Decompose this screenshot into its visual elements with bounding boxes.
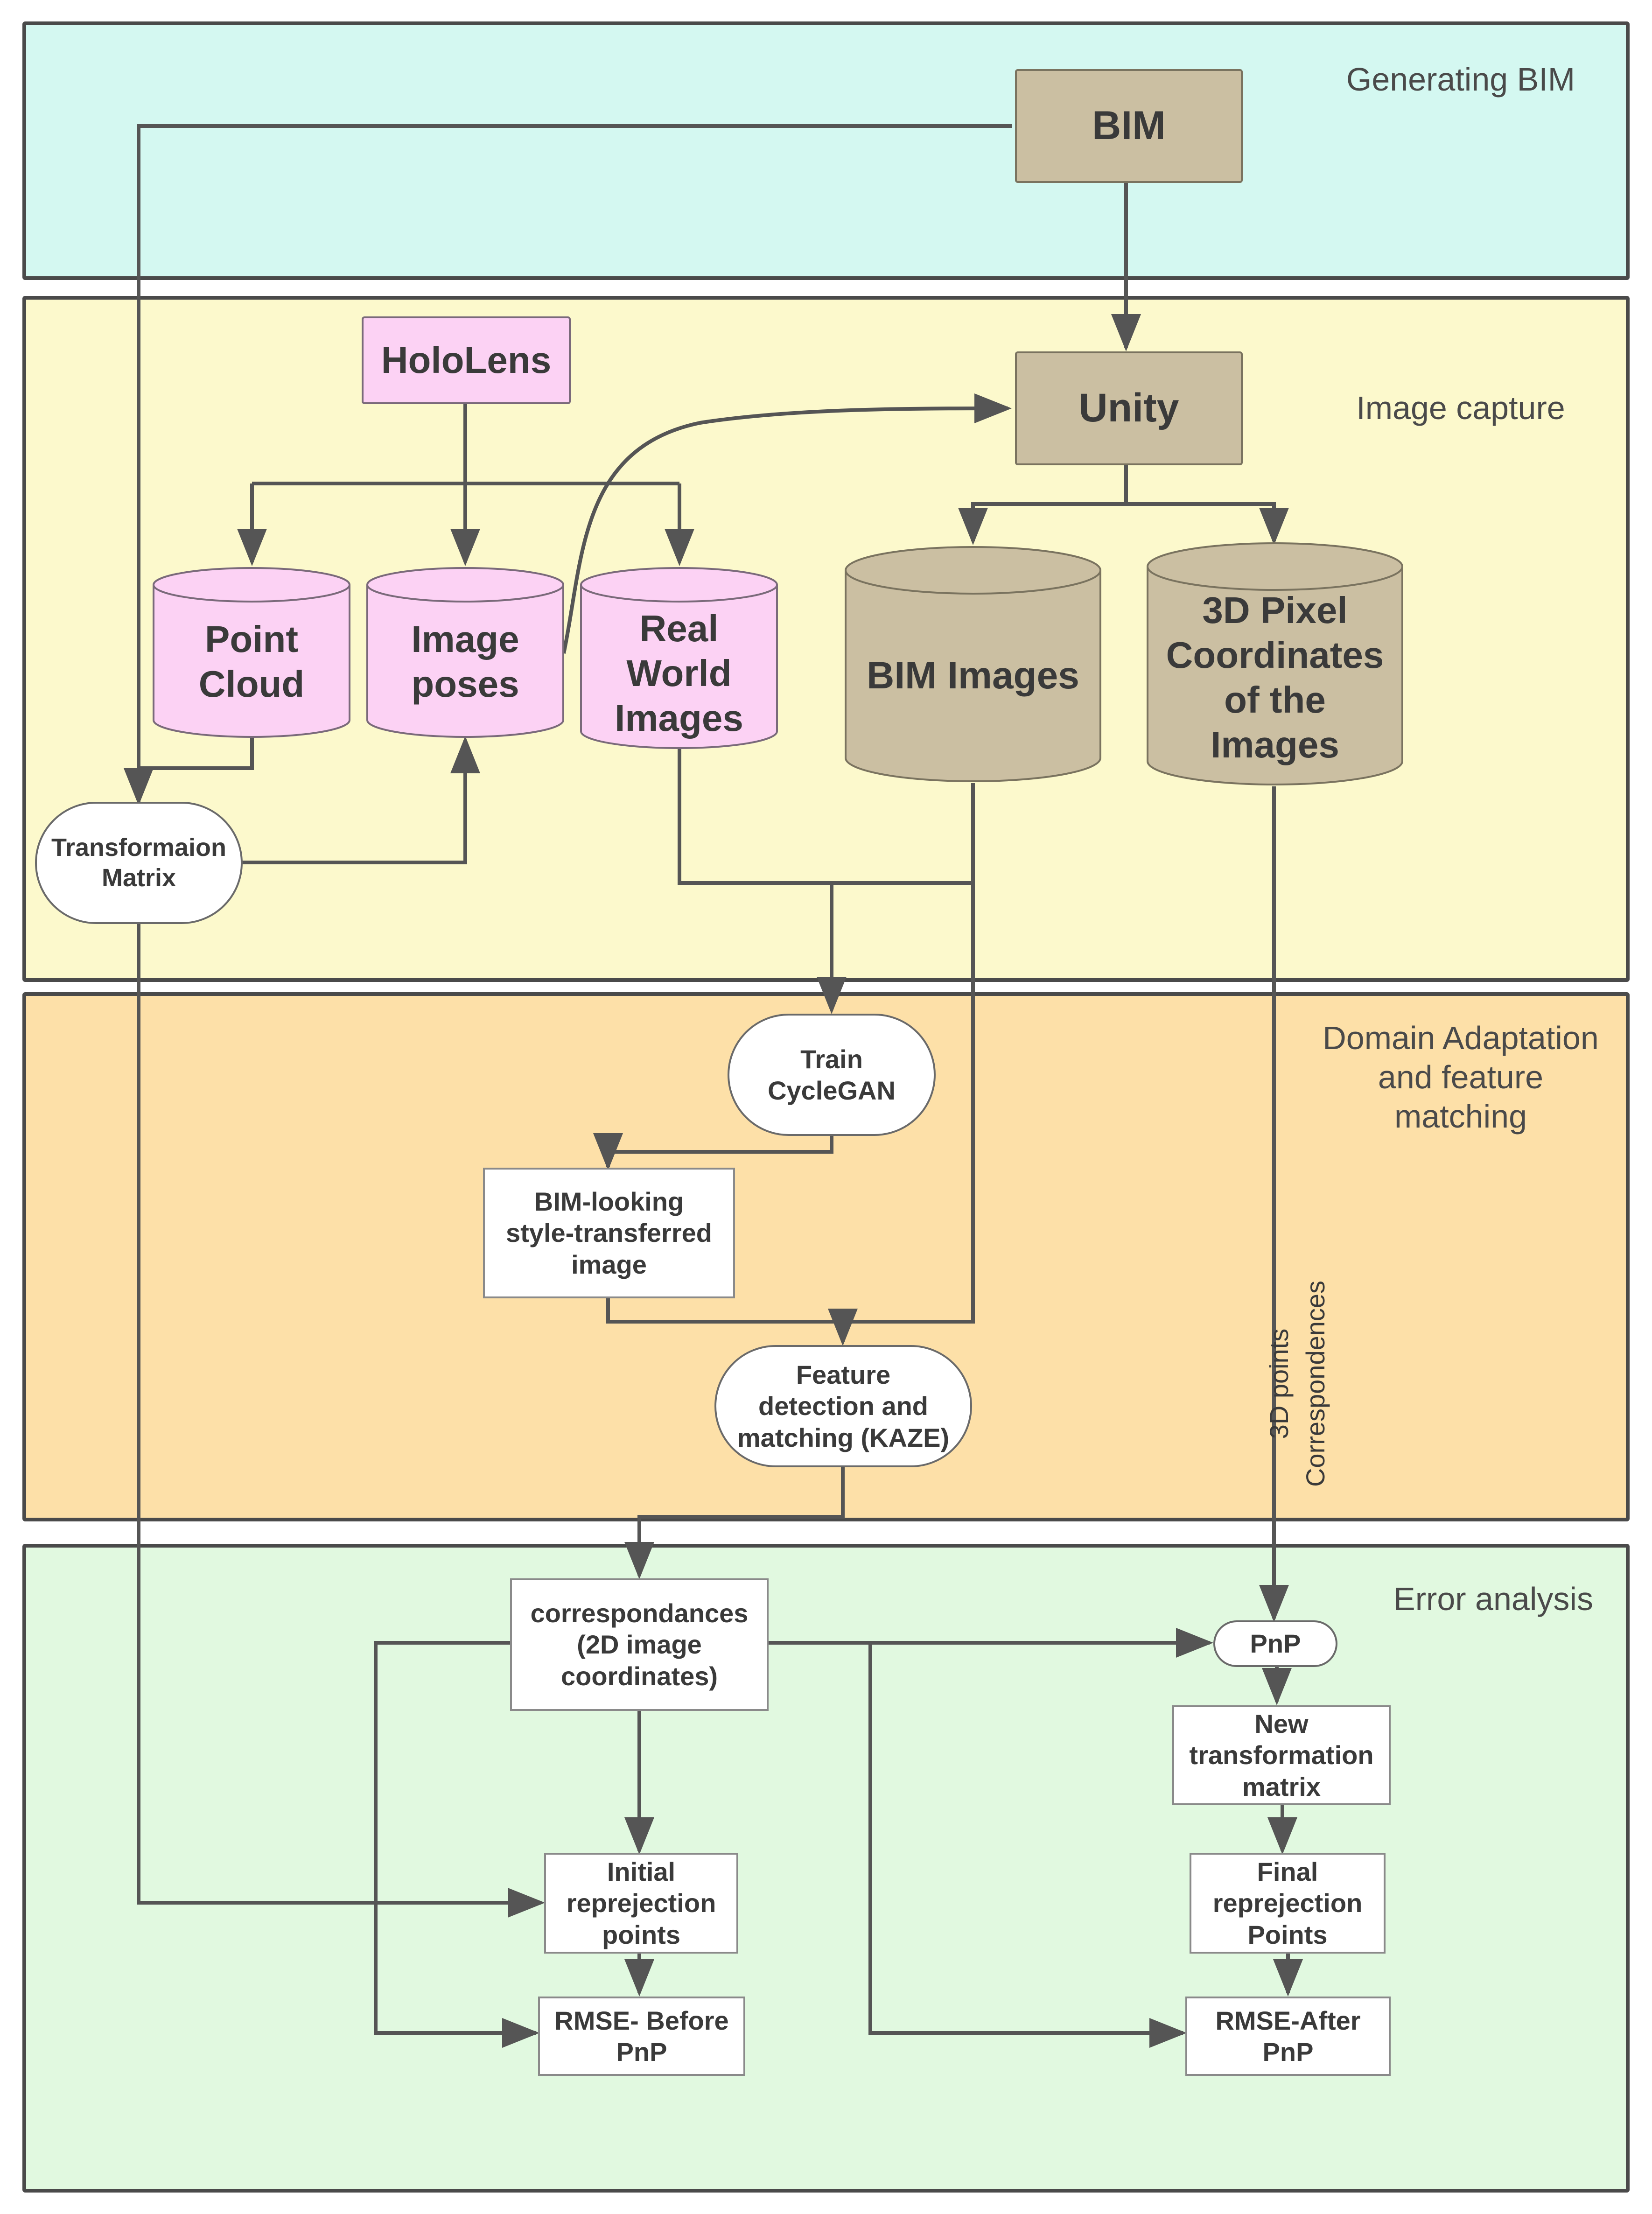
edge-imageposes-unity xyxy=(562,393,1012,654)
pixel-coordinates-label: 3D Pixel Coordinates of the Images xyxy=(1166,589,1384,765)
lane-title-error-analysis: Error analysis xyxy=(1393,1581,1593,1617)
correspondances-node[interactable]: correspondances (2D image coordinates) xyxy=(510,1578,769,1711)
bim-images-cylinder[interactable]: BIM Images xyxy=(844,545,1102,783)
unity-node[interactable]: Unity xyxy=(1015,351,1243,465)
bim-looking-image-node[interactable]: BIM-looking style-transferred image xyxy=(483,1168,735,1298)
point-cloud-label: Point Cloud xyxy=(198,618,305,705)
train-cyclegan-node[interactable]: Train CycleGAN xyxy=(728,1014,936,1136)
lane-title-image-capture: Image capture xyxy=(1356,390,1565,426)
image-poses-cylinder-shape xyxy=(366,567,564,738)
edge-cyclegan-bimlooking xyxy=(593,1133,833,1170)
edge-transform-initial xyxy=(137,924,545,1918)
lane-title-domain-adaptation: Domain Adaptation and feature matching xyxy=(1323,1020,1599,1135)
real-world-images-label: Real World Images xyxy=(615,608,743,739)
edge-unity-bus xyxy=(958,465,1128,545)
transformation-matrix-node[interactable]: Transformaion Matrix xyxy=(35,802,243,924)
edge-unity-pixelcoords xyxy=(1126,502,1289,545)
initial-reprojection-node[interactable]: Initial reprejection points xyxy=(544,1853,738,1954)
pixel-coordinates-cylinder-shape xyxy=(1147,542,1403,785)
hololens-node[interactable]: HoloLens xyxy=(362,316,571,404)
final-reprojection-node[interactable]: Final reprejection Points xyxy=(1190,1853,1386,1954)
real-world-images-cylinder-shape xyxy=(580,567,778,749)
edge-bim-transform xyxy=(124,124,1012,806)
rmse-after-node[interactable]: RMSE-After PnP xyxy=(1185,1997,1391,2076)
correspondences-3d-label: 3D points Correspondences xyxy=(1264,1280,1330,1487)
edge-transform-imageposes xyxy=(240,736,480,864)
edge-pointcloud-transform xyxy=(139,734,254,770)
bim-images-label: BIM Images xyxy=(867,654,1079,697)
edge-correspondances-rmsebefore xyxy=(374,1641,539,2048)
point-cloud-cylinder-shape xyxy=(153,567,350,738)
lane-generating-bim xyxy=(22,21,1630,280)
pnp-node[interactable]: PnP xyxy=(1213,1620,1337,1667)
edge-bimimages-down xyxy=(840,783,975,1324)
bim-node[interactable]: BIM xyxy=(1015,69,1243,183)
point-cloud-cylinder[interactable]: Point Cloud xyxy=(152,566,351,739)
bim-images-cylinder-shape xyxy=(845,546,1101,782)
real-world-images-cylinder[interactable]: Real World Images xyxy=(579,566,779,750)
edge-realworld-cyclegan xyxy=(678,749,973,885)
new-transformation-node[interactable]: New transformation matrix xyxy=(1172,1705,1391,1805)
rmse-before-node[interactable]: RMSE- Before PnP xyxy=(538,1997,745,2076)
image-poses-cylinder[interactable]: Image poses xyxy=(365,566,565,739)
feature-detection-node[interactable]: Feature detection and matching (KAZE) xyxy=(714,1345,972,1467)
edge-correspondances-rmseafter xyxy=(868,1643,1187,2048)
lane-title-generating-bim: Generating BIM xyxy=(1346,61,1575,98)
image-poses-label: Image poses xyxy=(411,618,519,705)
pixel-coordinates-cylinder[interactable]: 3D Pixel Coordinates of the Images xyxy=(1146,541,1404,786)
edge-feature-correspondances xyxy=(624,1467,845,1579)
edge-bimlooking-feature xyxy=(606,1298,858,1346)
